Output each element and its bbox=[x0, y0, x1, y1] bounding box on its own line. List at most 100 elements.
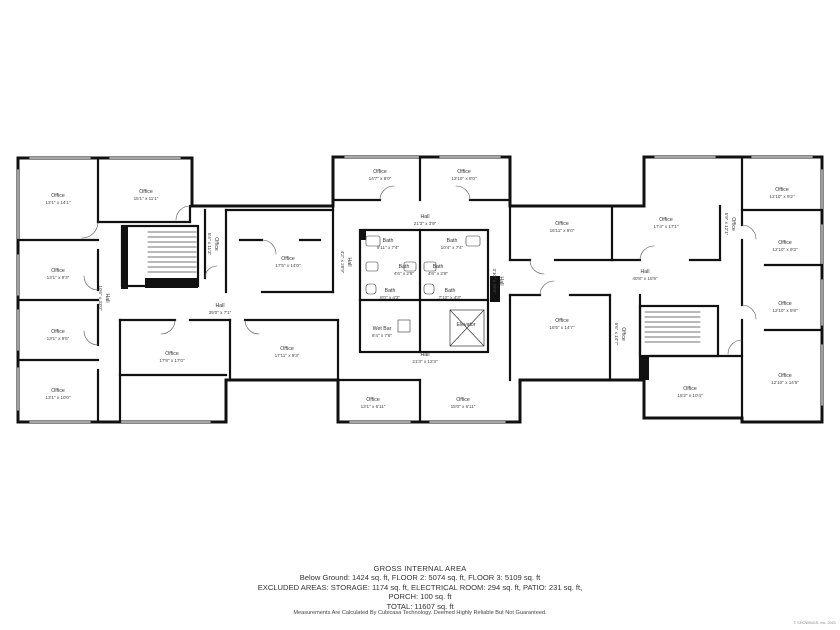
room-name: Office bbox=[281, 256, 295, 262]
room-name: Office bbox=[51, 268, 65, 274]
room-dimensions: 16'5" x 14'7" bbox=[549, 325, 575, 330]
room-dimensions: 15'0" x 6'11" bbox=[451, 404, 476, 409]
room-dimensions: 6'6" x 14'7" bbox=[614, 323, 619, 346]
room-dimensions: 13'1" x 6'11" bbox=[361, 404, 386, 409]
room-name: Office bbox=[555, 221, 569, 227]
room-dimensions: 17'11" x 9'3" bbox=[275, 353, 300, 358]
room-name: Office bbox=[366, 397, 380, 403]
room-name: Office bbox=[778, 373, 792, 379]
room-dimensions: 12'10" x 9'3" bbox=[772, 247, 798, 252]
room-name: Office bbox=[620, 327, 626, 341]
room-dimensions: 4'2" x 28'9" bbox=[340, 251, 345, 274]
gross-area-title: GROSS INTERNAL AREA bbox=[373, 564, 467, 573]
bath-fixtures bbox=[365, 235, 481, 333]
room-dimensions: 40'8" x 15'9" bbox=[632, 276, 658, 281]
room-name: Office bbox=[730, 217, 736, 231]
room-dimensions: 10'6" x 33'0" bbox=[98, 285, 103, 311]
room-name: Bath bbox=[383, 238, 394, 244]
room-name: Office bbox=[457, 169, 471, 175]
room-dimensions: 12'10" x 14'5" bbox=[771, 380, 799, 385]
room-name: Hall bbox=[104, 294, 110, 303]
measurement-note: Measurements Are Calculated By Cubicasa … bbox=[293, 610, 547, 616]
room-name: Bath bbox=[385, 288, 396, 294]
room-name: Office bbox=[683, 386, 697, 392]
room-name: Office bbox=[165, 351, 179, 357]
room-name: Office bbox=[659, 217, 673, 223]
area-summary: Below Ground: 1424 sq. ft, FLOOR 2: 5074… bbox=[0, 573, 840, 611]
room-dimensions: 3'10" x 28'9" bbox=[492, 268, 497, 294]
room-name: Office bbox=[778, 301, 792, 307]
room-name: Hall bbox=[641, 269, 650, 275]
room-dimensions: 17'8" x 17'0" bbox=[159, 358, 185, 363]
room-dimensions: 6'4" x 11'3" bbox=[207, 233, 212, 256]
room-dimensions: 12'10" x 9'2" bbox=[769, 194, 795, 199]
room-name: Bath bbox=[447, 238, 458, 244]
room-dimensions: 9'11" x 7'4" bbox=[377, 245, 400, 250]
room-dimensions: 10'4" x 7'4" bbox=[441, 245, 464, 250]
room-dimensions: 16'11" x 9'0" bbox=[550, 228, 575, 233]
copyright: © SHOWINGS, Inc. 2021 bbox=[793, 621, 836, 625]
room-name: Bath bbox=[433, 264, 444, 270]
room-name: Office bbox=[775, 187, 789, 193]
room-dimensions: 17'4" x 17'1" bbox=[653, 224, 679, 229]
room-name: Office bbox=[778, 240, 792, 246]
room-name: Bath bbox=[399, 264, 410, 270]
room-dimensions: 21'3" x 12'3" bbox=[412, 359, 438, 364]
room-name: Hall bbox=[421, 214, 430, 220]
room-name: Hall bbox=[216, 303, 225, 309]
room-name: Elevator bbox=[456, 322, 475, 328]
room-dimensions: 14'7" x 8'0" bbox=[369, 176, 392, 181]
room-dimensions: 17'5" x 14'0" bbox=[275, 263, 301, 268]
room-dimensions: 21'3" x 3'9" bbox=[414, 221, 437, 226]
area-line-floors: Below Ground: 1424 sq. ft, FLOOR 2: 5074… bbox=[299, 573, 541, 582]
room-dimensions: 13'1" x 10'0" bbox=[45, 395, 71, 400]
room-dimensions: 5'9" x 12'1" bbox=[724, 213, 729, 236]
area-line-total: TOTAL: 11607 sq. ft bbox=[386, 601, 454, 611]
room-name: Office bbox=[555, 318, 569, 324]
area-line-excluded: EXCLUDED AREAS: STORAGE: 1174 sq. ft, EL… bbox=[257, 582, 583, 592]
room-dimensions: 15'1" x 11'1" bbox=[134, 196, 159, 201]
room-name: Hall bbox=[421, 352, 430, 358]
room-dimensions: 8'4" x 7'6" bbox=[372, 333, 392, 338]
walls bbox=[16, 155, 824, 424]
room-dimensions: 12'10" x 9'8" bbox=[772, 308, 798, 313]
room-name: Hall bbox=[346, 258, 352, 267]
room-dimensions: 7'10" x 4'3" bbox=[439, 295, 462, 300]
room-dimensions: 13'1" x 9'3" bbox=[47, 275, 70, 280]
room-dimensions: 35'0" x 7'1" bbox=[209, 310, 232, 315]
room-dimensions: 4'6" x 2'8" bbox=[428, 271, 448, 276]
room-dimensions: 15'2" x 10'4" bbox=[677, 393, 703, 398]
